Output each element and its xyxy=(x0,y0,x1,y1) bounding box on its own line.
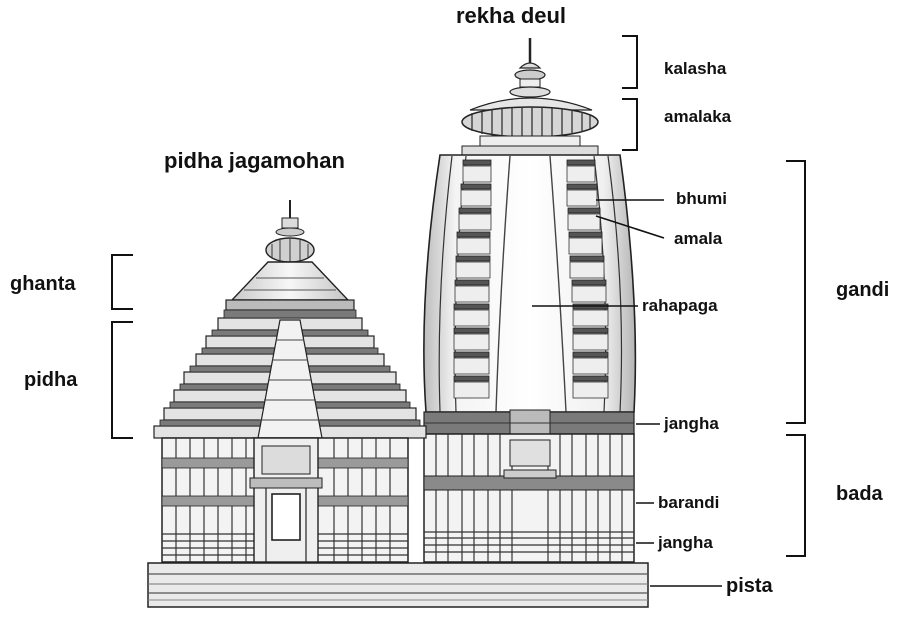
label-gandi: gandi xyxy=(836,279,890,301)
label-jangha-lower: jangha xyxy=(658,533,713,552)
label-barandi: barandi xyxy=(658,493,720,512)
bracket-bada xyxy=(786,434,806,557)
label-bada: bada xyxy=(836,483,883,505)
label-bhumi: bhumi xyxy=(676,189,727,208)
label-pista: pista xyxy=(726,575,773,597)
label-jangha-upper: jangha xyxy=(664,414,719,433)
title-rekha-deul: rekha deul xyxy=(456,3,567,28)
label-rahapaga: rahapaga xyxy=(642,296,718,315)
bracket-amalaka xyxy=(622,98,638,151)
label-pidha: pidha xyxy=(24,369,78,391)
leader-amala xyxy=(595,215,665,239)
annotation-lines xyxy=(111,35,806,587)
pidha-jagamohan-building xyxy=(153,200,427,563)
label-amalaka: amalaka xyxy=(664,107,732,126)
label-kalasha: kalasha xyxy=(664,59,727,78)
bracket-gandi xyxy=(786,160,806,424)
label-amala: amala xyxy=(674,229,723,248)
rekha-deul-building xyxy=(423,38,637,563)
title-pidha-jagamohan: pidha jagamohan xyxy=(164,148,345,173)
bracket-pidha xyxy=(111,321,133,439)
pista-platform xyxy=(147,562,649,608)
bracket-ghanta xyxy=(111,254,133,310)
bracket-kalasha xyxy=(622,35,638,89)
label-ghanta: ghanta xyxy=(10,273,76,295)
